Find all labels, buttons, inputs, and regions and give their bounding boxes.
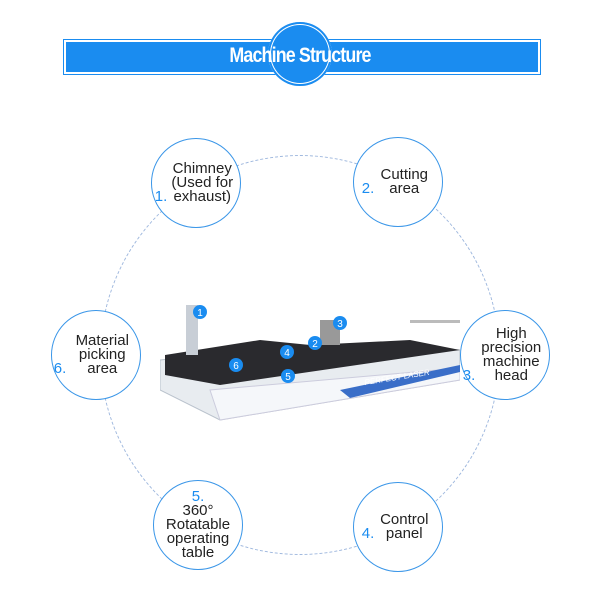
part-cutting-area: 2.Cutting area xyxy=(353,137,443,227)
svg-text:4: 4 xyxy=(284,348,290,359)
title-banner-circle xyxy=(268,22,332,86)
machine-illustration: PERFECT LASER 123 456 xyxy=(160,305,460,421)
svg-text:3: 3 xyxy=(337,319,343,330)
marker-4 xyxy=(280,345,294,359)
part-markers xyxy=(193,305,347,383)
marker-6 xyxy=(229,358,243,372)
svg-text:1: 1 xyxy=(197,308,203,319)
part-control-panel: 4.Control panel xyxy=(353,482,443,572)
part-operating-table: 5.360° Rotatable operating table xyxy=(153,480,243,570)
marker-3 xyxy=(333,316,347,330)
part-machine-head: 3.High precision machine head xyxy=(460,310,550,400)
marker-2 xyxy=(308,336,322,350)
part-material-picking: 6.Material picking area xyxy=(51,310,141,400)
marker-5 xyxy=(281,369,295,383)
marker-1 xyxy=(193,305,207,319)
svg-text:2: 2 xyxy=(312,339,318,350)
svg-text:5: 5 xyxy=(285,372,291,383)
svg-text:6: 6 xyxy=(233,361,239,372)
page-title: Machine Structure xyxy=(229,44,371,67)
part-chimney: 1.Chimney (Used for exhaust) xyxy=(151,138,241,228)
